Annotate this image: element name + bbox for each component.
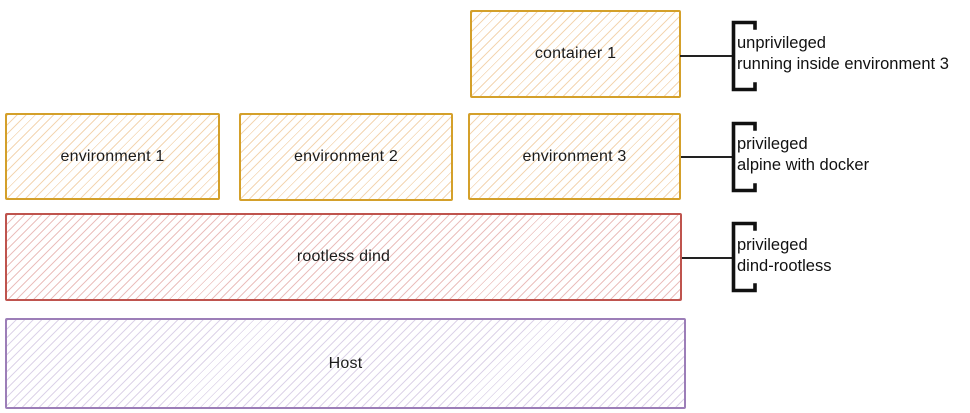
box-environment-2-label: environment 2 [294, 148, 398, 165]
annotation-line: unprivileged [737, 34, 826, 52]
connector-rootless-dind-to-bracket [682, 257, 732, 259]
annotation-container-1: unprivileged running inside environment … [737, 33, 949, 75]
box-host-label: Host [328, 354, 363, 372]
annotation-line: alpine with docker [737, 156, 870, 174]
box-environment-2: environment 2 [239, 113, 453, 201]
annotation-line: privileged [737, 236, 808, 254]
box-environment-3: environment 3 [468, 113, 681, 200]
annotation-rootless-dind: privileged dind-rootless [737, 235, 831, 277]
box-rootless-dind-label: rootless dind [296, 248, 391, 265]
box-environment-1: environment 1 [5, 113, 220, 200]
annotation-environment-3: privileged alpine with docker [737, 134, 869, 176]
bracket-icon [731, 20, 757, 92]
box-host: Host [5, 318, 686, 409]
annotation-line: running inside environment 3 [737, 55, 949, 73]
bracket-icon [731, 221, 757, 293]
box-container-1: container 1 [470, 10, 681, 98]
annotation-line: dind-rootless [737, 257, 832, 275]
box-environment-3-label: environment 3 [522, 147, 627, 165]
bracket-icon [731, 121, 757, 193]
box-rootless-dind: rootless dind [5, 213, 682, 301]
box-environment-1-label: environment 1 [60, 147, 165, 165]
connector-container-1-to-bracket [680, 55, 732, 57]
connector-environment-3-to-bracket [681, 156, 732, 158]
box-container-1-label: container 1 [534, 45, 617, 62]
annotation-line: privileged [737, 135, 808, 153]
